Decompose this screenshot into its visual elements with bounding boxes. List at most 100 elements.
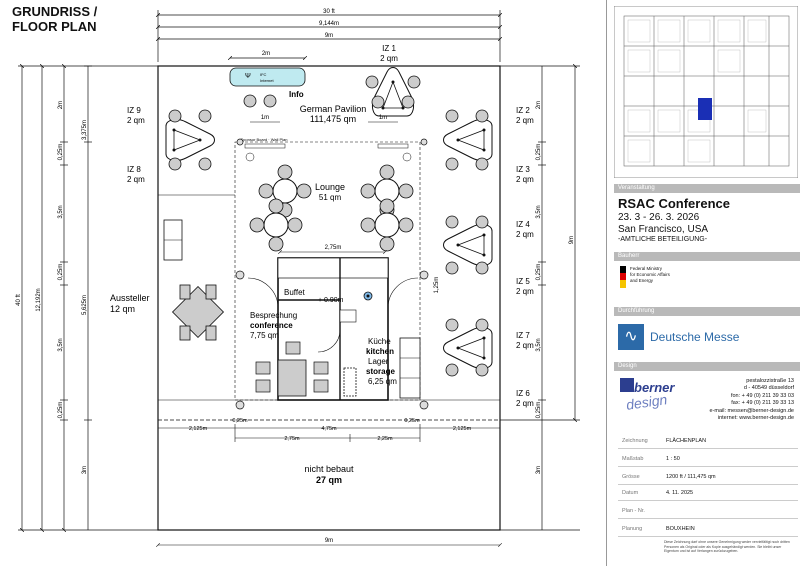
right-ticks: [538, 141, 546, 401]
kitchen-label-en2: storage: [366, 367, 395, 376]
info-stool: [263, 94, 277, 108]
aussteller-chair: [205, 284, 217, 300]
meeting-chair: [313, 361, 329, 375]
not-built-label: nicht bebaut: [304, 464, 354, 474]
iz3-label: IZ 3: [516, 165, 530, 174]
designer-web: internet: www.berner-design.de: [717, 415, 794, 421]
designer-phone: fon: + 49 (0) 211 39 33 03: [730, 393, 794, 399]
meeting-label-de: Besprechung: [250, 311, 297, 320]
aussteller-chair: [179, 284, 191, 300]
iz2-area: 2 qm: [516, 116, 534, 125]
booth-highlight: [698, 98, 712, 120]
dim-left-seg: 0,25m: [58, 264, 64, 281]
pavilion-area: 111,475 qm: [310, 114, 356, 124]
iz1-stool: [365, 75, 379, 89]
buffet-height: + 0.90m: [318, 297, 344, 304]
iz9-label: IZ 9: [127, 106, 141, 115]
kitchen-area: 6,25 qm: [368, 377, 397, 386]
bottom-dimensions: [158, 424, 500, 545]
dim-1m: 1m: [261, 115, 269, 121]
dim-right-seg: 0,25m: [536, 264, 542, 281]
dim-left-seg: 0,25m: [58, 144, 64, 161]
designer-email: e-mail: messen@berner-design.de: [709, 408, 794, 414]
durchfuehrung-header: Durchführung: [614, 307, 800, 316]
disclaimer: Diese Zeichnung darf ohne unsere Genehmi…: [664, 540, 790, 553]
info-small-label: IFC: [260, 72, 267, 77]
bauherr-header: Bauherr: [614, 252, 800, 261]
sponsor-board: [244, 143, 286, 149]
dim-lounge-width: 2,75m: [325, 245, 342, 251]
floor-plan: 30 ft 9,144m 9m 2m 40 ft 12,192m 2m 3,37…: [16, 9, 580, 566]
dim-row-b: 4,75m: [321, 426, 337, 432]
design-header: Design: [614, 362, 800, 371]
iz4-pod: [443, 223, 493, 267]
iz4-area: 2 qm: [516, 230, 534, 239]
lounge-seat-set: [258, 164, 312, 218]
dim-row-b: 2,125m: [453, 426, 472, 432]
iz6-area: 2 qm: [516, 399, 534, 408]
pavilion-label: German Pavilion: [300, 104, 367, 114]
messe-logo-icon: ∿: [618, 324, 644, 350]
hall-overview-map: [614, 6, 798, 178]
iz7-area: 2 qm: [516, 341, 534, 350]
iz1-area: 2 qm: [380, 54, 398, 63]
dim-right-seg: 3,5m: [536, 338, 542, 351]
iz9-stool: [198, 157, 212, 171]
plant-icon: [245, 152, 412, 162]
kitchen-label-de2: Lager: [368, 357, 389, 366]
dim-buffet-depth: 1,25m: [434, 277, 440, 294]
lounge-seat-set: [249, 198, 303, 252]
lounge-label: Lounge: [315, 182, 345, 192]
iz1-stool: [401, 95, 415, 109]
kitchen-shelf: [399, 337, 421, 399]
iz9-stool: [198, 109, 212, 123]
event-title: RSAC Conference: [618, 196, 730, 211]
iz4-label: IZ 4: [516, 220, 530, 229]
dim-info-width: 2m: [262, 51, 270, 57]
messe-name: Deutsche Messe: [650, 330, 740, 344]
ministry-text: Federal Ministry for Economic Affairs an…: [630, 266, 670, 283]
info-stool: [243, 94, 257, 108]
iz6-label: IZ 6: [516, 389, 530, 398]
columns: [235, 138, 429, 410]
event-note: -AMTLICHE BETEILIGUNG-: [618, 236, 708, 243]
designer-address: pestalozzistraße 13 d - 40549 düsseldorf: [743, 378, 794, 391]
event-location: San Francisco, USA: [618, 224, 709, 235]
side-board: [377, 143, 409, 149]
iz3-area: 2 qm: [516, 175, 534, 184]
top-dimensions: [158, 10, 500, 62]
left-dimensions: [18, 66, 158, 530]
iz8-area: 2 qm: [127, 175, 145, 184]
info-small-label: Internet: [260, 78, 274, 83]
iz9-pod: [165, 118, 215, 162]
iz9-stool: [168, 157, 182, 171]
dim-left-seg: 3,5m: [58, 338, 64, 351]
aussteller-chair: [205, 325, 217, 341]
not-built-area: 27 qm: [316, 475, 342, 485]
kitchen-label-en: kitchen: [366, 347, 394, 356]
meeting-chair: [255, 379, 271, 393]
title-panel: [606, 0, 800, 566]
iz5-area: 2 qm: [516, 287, 534, 296]
iz8-label: IZ 8: [127, 165, 141, 174]
dim-left-ft: 40 ft: [16, 294, 22, 306]
meeting-label-en: conference: [250, 321, 293, 330]
lounge-seat-set: [360, 198, 414, 252]
iz5-label: IZ 5: [516, 277, 530, 286]
meeting-chair: [255, 361, 271, 375]
dim-1m: 1m: [379, 115, 387, 121]
wifi-icon: Ψ: [245, 73, 251, 80]
dim-top-m: 9m: [325, 33, 333, 39]
iz9-area: 2 qm: [127, 116, 145, 125]
iz2-label: IZ 2: [516, 106, 530, 115]
storage-rack: [343, 367, 357, 397]
fridge: [339, 309, 357, 323]
dim-top-m-exact: 9,144m: [319, 21, 339, 27]
left-ticks: [60, 65, 92, 421]
page-title: GRUNDRISS / FLOOR PLAN: [12, 4, 98, 34]
meeting-area: 7,75 qm: [250, 331, 279, 340]
meeting-chair: [313, 379, 329, 393]
